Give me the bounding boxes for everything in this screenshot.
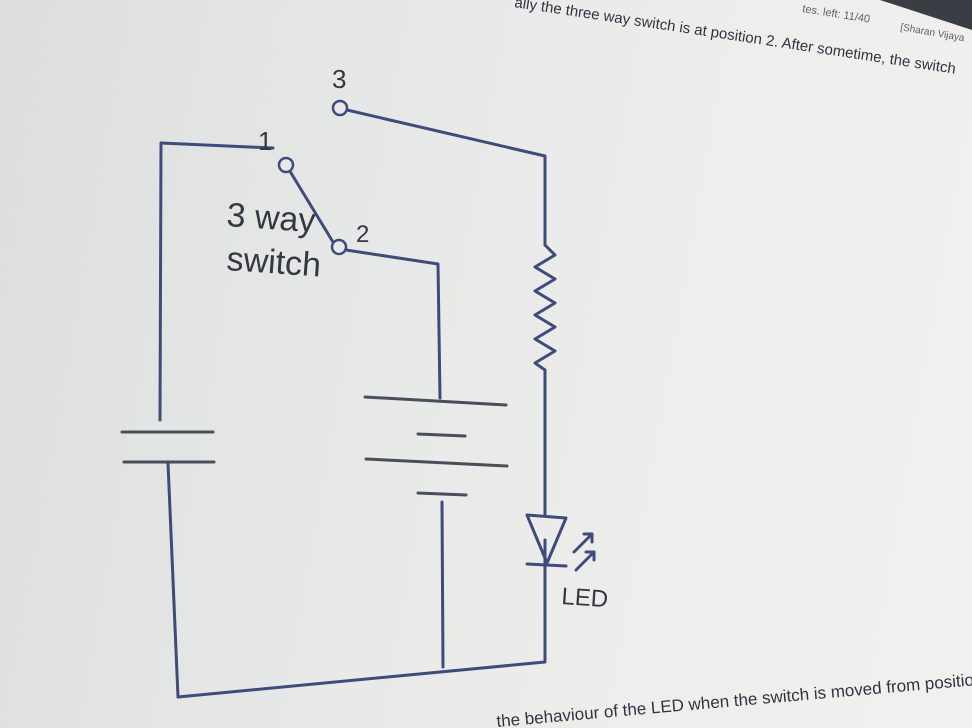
position-3-label: 3 [332,64,346,94]
middle-battery-plate-1 [363,395,508,407]
led-bar [525,562,568,568]
led-emission-arrows [572,532,596,572]
middle-battery-plate-3 [364,457,509,468]
switch-terminal-2 [330,238,348,256]
position-1-label: 1 [258,126,272,156]
question-header: ally the three way switch is at position… [513,0,957,78]
questions-left: tes. left: 11/40 [802,3,871,26]
middle-battery-plate-2 [416,432,467,438]
switch-terminal-1 [277,156,295,174]
user-name: [Sharan Vijaya [899,22,965,44]
resistor [533,243,557,372]
left-wire-upper [158,141,163,422]
switch-label-line1: 3 way [225,196,316,240]
middle-battery-plate-4 [416,491,468,497]
switch-terminal-3 [331,99,349,117]
middle-battery-lead-bottom [440,500,445,669]
led-triangle [525,513,568,565]
led-label: LED [561,583,609,613]
bottom-wire [166,461,547,699]
question-footer: the behaviour of the LED when the switch… [496,665,972,728]
position-3-wire [345,108,547,247]
switch-label-line2: switch [225,240,322,284]
top-left-wire [159,141,275,150]
position-2-wire [344,248,442,400]
switch-blade [286,166,335,244]
monitor-bezel [880,0,972,30]
position-2-label: 2 [356,221,369,248]
